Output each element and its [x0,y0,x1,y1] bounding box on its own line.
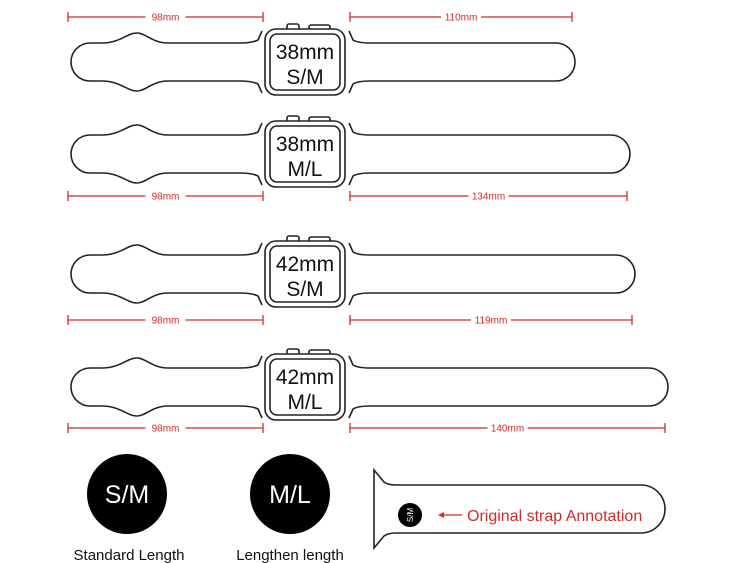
dimension-label-bg [145,422,186,434]
right-strap [348,30,576,94]
right-strap [348,242,636,306]
dimension-label-bg [145,11,186,23]
annotation-badge-text: S/M [406,508,415,523]
left-strap [70,242,263,306]
fit-label: S/M [286,66,323,89]
fit-label: M/L [287,391,322,414]
left-strap [70,122,263,186]
ml-label: Lengthen length [236,547,344,563]
fit-label: M/L [287,158,322,181]
dimension-label: 98mm [152,192,180,203]
legend-sm: S/M Standard Length [74,454,185,563]
case-size-label: 42mm [276,253,334,276]
right-length-dimension: 140mm [349,422,666,435]
sm-badge-circle [87,454,167,534]
dimension-label-bg [468,190,509,202]
watch-screen [269,245,341,303]
left-strap [70,30,263,94]
fit-label: S/M [286,278,323,301]
case-size-label: 38mm [276,41,334,64]
right-strap [348,355,669,419]
arrowhead-icon [438,512,444,518]
case-size-label: 38mm [276,133,334,156]
left-length-dimension: 98mm [67,422,264,435]
watch-screen [269,33,341,91]
ml-badge-circle [250,454,330,534]
right-length-dimension: 119mm [349,314,633,327]
dimension-label: 110mm [445,13,478,24]
dimension-label-bg [487,422,528,434]
dimension-label: 140mm [491,424,524,435]
dimension-label-bg [441,11,481,23]
legend-ml: M/L Lengthen length [236,454,344,563]
dimension-label: 98mm [152,424,180,435]
left-length-dimension: 98mm [67,314,264,327]
right-length-dimension: 134mm [349,190,628,203]
annotation-text: Original strap Annotation [467,508,642,525]
dimension-label: 98mm [152,316,180,327]
dimension-label-bg [145,314,186,326]
annotation-badge [398,503,422,527]
dimension-label: 119mm [475,316,508,327]
dimension-label-bg [471,314,511,326]
right-length-dimension: 110mm [349,11,573,24]
sm-label: Standard Length [74,547,185,563]
annotation-strap-outline [373,467,666,551]
case-size-label: 42mm [276,366,334,389]
sm-badge-text: S/M [105,481,149,509]
watch-screen [269,358,341,416]
left-length-dimension: 98mm [67,190,264,203]
watch-screen [269,125,341,183]
dimension-label: 98mm [152,13,180,24]
ml-badge-text: M/L [269,481,311,509]
dimension-label-bg [145,190,186,202]
right-strap [348,122,631,186]
left-length-dimension: 98mm [67,11,264,24]
left-strap [70,355,263,419]
dimension-label: 134mm [472,192,505,203]
annotation-strap: S/M Original strap Annotation [373,467,666,551]
